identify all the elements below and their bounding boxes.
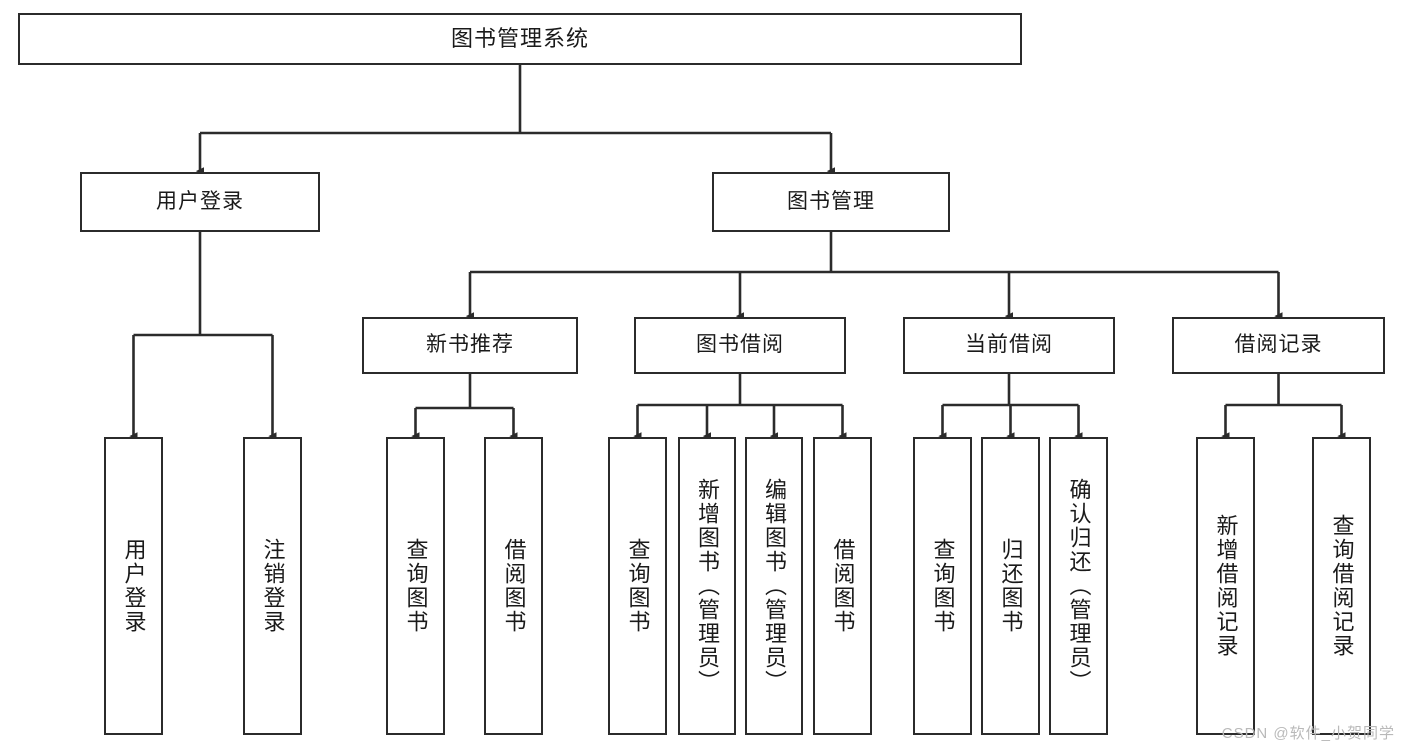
node-user-login[interactable]: 用户登录: [80, 172, 320, 232]
node-label: 图书借阅: [696, 333, 784, 357]
node-label: 借阅图书: [501, 538, 527, 634]
node-label: 用户登录: [121, 538, 147, 634]
node-loan-record[interactable]: 借阅记录: [1172, 317, 1385, 374]
node-leaf-borrow-book-2[interactable]: 借阅图书: [813, 437, 872, 735]
node-leaf-user-logout[interactable]: 注销登录: [243, 437, 302, 735]
node-label: 确认归还（管理员）: [1066, 478, 1092, 694]
node-leaf-return-book[interactable]: 归还图书: [981, 437, 1040, 735]
node-label: 归还图书: [998, 538, 1024, 634]
node-label: 借阅记录: [1234, 333, 1323, 357]
node-label: 借阅图书: [830, 538, 856, 634]
node-label: 查询图书: [930, 538, 956, 634]
node-new-book-rec[interactable]: 新书推荐: [362, 317, 578, 374]
node-leaf-borrow-book-1[interactable]: 借阅图书: [484, 437, 543, 735]
node-label: 查询借阅记录: [1329, 514, 1355, 658]
node-book-borrow[interactable]: 图书借阅: [634, 317, 846, 374]
node-current-loan[interactable]: 当前借阅: [903, 317, 1115, 374]
node-label: 图书管理: [787, 189, 875, 213]
node-leaf-query-book-3[interactable]: 查询图书: [913, 437, 972, 735]
node-leaf-query-book-1[interactable]: 查询图书: [386, 437, 445, 735]
node-leaf-query-record[interactable]: 查询借阅记录: [1312, 437, 1371, 735]
node-label: 注销登录: [260, 538, 286, 634]
node-leaf-user-login[interactable]: 用户登录: [104, 437, 163, 735]
node-label: 图书管理系统: [450, 26, 589, 52]
node-leaf-confirm-ret[interactable]: 确认归还（管理员）: [1049, 437, 1108, 735]
node-root[interactable]: 图书管理系统: [18, 13, 1022, 65]
node-label: 新增图书（管理员）: [694, 478, 720, 694]
node-label: 查询图书: [403, 538, 429, 634]
node-label: 用户登录: [156, 189, 244, 213]
node-leaf-add-book[interactable]: 新增图书（管理员）: [678, 437, 736, 735]
node-book-manage[interactable]: 图书管理: [712, 172, 950, 232]
node-leaf-add-record[interactable]: 新增借阅记录: [1196, 437, 1255, 735]
node-label: 新增借阅记录: [1213, 514, 1239, 658]
node-label: 查询图书: [625, 538, 651, 634]
node-label: 编辑图书（管理员）: [761, 478, 787, 694]
node-leaf-edit-book[interactable]: 编辑图书（管理员）: [745, 437, 803, 735]
node-leaf-query-book-2[interactable]: 查询图书: [608, 437, 667, 735]
node-label: 当前借阅: [965, 333, 1053, 357]
watermark-text: CSDN @软件_小贺同学: [1221, 725, 1395, 742]
node-label: 新书推荐: [426, 333, 514, 357]
